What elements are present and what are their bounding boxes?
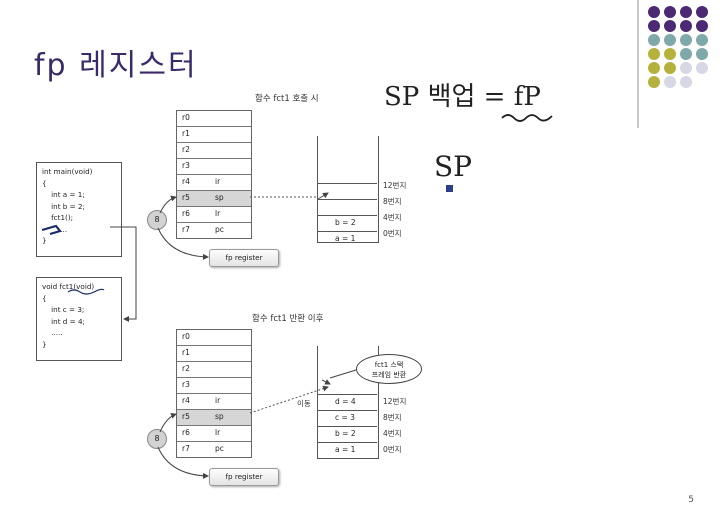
decorative-dot	[648, 34, 660, 46]
decorative-dot	[696, 62, 708, 74]
stack-address: 4번지	[383, 213, 402, 222]
diagram1-caption: 함수 fct1 호출 시	[255, 94, 319, 104]
return-frame-bubble: fct1 스택 프레임 반환	[356, 354, 422, 384]
bubble-line: 프레임 반환	[371, 371, 407, 379]
decorative-dot	[696, 34, 708, 46]
decorative-dot	[648, 48, 660, 60]
decorative-dot	[696, 48, 708, 60]
decorative-dot	[664, 62, 676, 74]
register-row: r0	[177, 111, 251, 127]
stack-cell	[317, 199, 377, 215]
diagram1-fp-register-label: fp register	[209, 249, 279, 267]
slide-title: fp 레지스터	[34, 48, 198, 83]
decorative-dot	[664, 6, 676, 18]
diagram2-caption: 함수 fct1 반환 이후	[252, 314, 324, 324]
stack-address: 12번지	[383, 181, 407, 190]
decorative-dot	[648, 6, 660, 18]
handwritten-underline	[501, 114, 553, 122]
decorative-dot	[680, 20, 692, 32]
diagram2-fp-badge: 8	[147, 429, 167, 449]
decorative-dot	[664, 76, 676, 88]
register-row: r0	[177, 330, 251, 346]
stack-address: 0번지	[383, 445, 402, 454]
diagram1-stack: b = 2 a = 1	[317, 183, 377, 247]
diagram2-stack-frame	[317, 346, 379, 459]
stack-cell: a = 1	[317, 442, 377, 458]
cursor-marker	[446, 185, 453, 192]
stack-cell: b = 2	[317, 426, 377, 442]
diagram2-fp-register-label: fp register	[209, 468, 279, 486]
decorative-dot	[680, 6, 692, 18]
stack-address: 8번지	[383, 197, 402, 206]
register-row: r3	[177, 378, 251, 394]
stack-cell	[317, 183, 377, 199]
register-row: r2	[177, 362, 251, 378]
decorative-dot	[648, 62, 660, 74]
bubble-line: fct1 스택	[374, 361, 404, 369]
decorative-dot	[696, 6, 708, 18]
decorative-dot-grid	[648, 6, 718, 90]
decorative-dot	[664, 48, 676, 60]
stack-cell: c = 3	[317, 410, 377, 426]
code-box-main: int main(void){ int a = 1; int b = 2; fc…	[36, 162, 122, 257]
stack-address: 12번지	[383, 397, 407, 406]
diagram2-stack: d = 4 c = 3 b = 2 a = 1	[317, 394, 377, 458]
stack-cell: b = 2	[317, 215, 377, 231]
stack-cell: d = 4	[317, 394, 377, 410]
page-number: 5	[688, 495, 694, 505]
decorative-dot	[680, 62, 692, 74]
register-row: r3	[177, 159, 251, 175]
decorative-dot	[648, 76, 660, 88]
decorative-dot	[680, 48, 692, 60]
stack-address: 0번지	[383, 229, 402, 238]
stack-address: 8번지	[383, 413, 402, 422]
diagram1-fp-badge: 8	[147, 210, 167, 230]
register-row: r2	[177, 143, 251, 159]
decorative-dot	[680, 34, 692, 46]
decorative-dot	[664, 20, 676, 32]
register-row: r1	[177, 346, 251, 362]
decorative-dot	[648, 20, 660, 32]
move-label: 이동	[297, 399, 311, 408]
decorative-dot	[680, 76, 692, 88]
decorative-dot	[696, 20, 708, 32]
handwritten-note-sp: SP	[434, 150, 473, 183]
decorative-dot	[664, 34, 676, 46]
stack-address: 4번지	[383, 429, 402, 438]
decorative-divider	[637, 0, 639, 128]
diagram1-stack-frame	[317, 136, 379, 243]
handwritten-note-sp-backup: SP 백업 = fP	[384, 82, 541, 112]
register-row: r1	[177, 127, 251, 143]
stack-cell: a = 1	[317, 231, 377, 247]
